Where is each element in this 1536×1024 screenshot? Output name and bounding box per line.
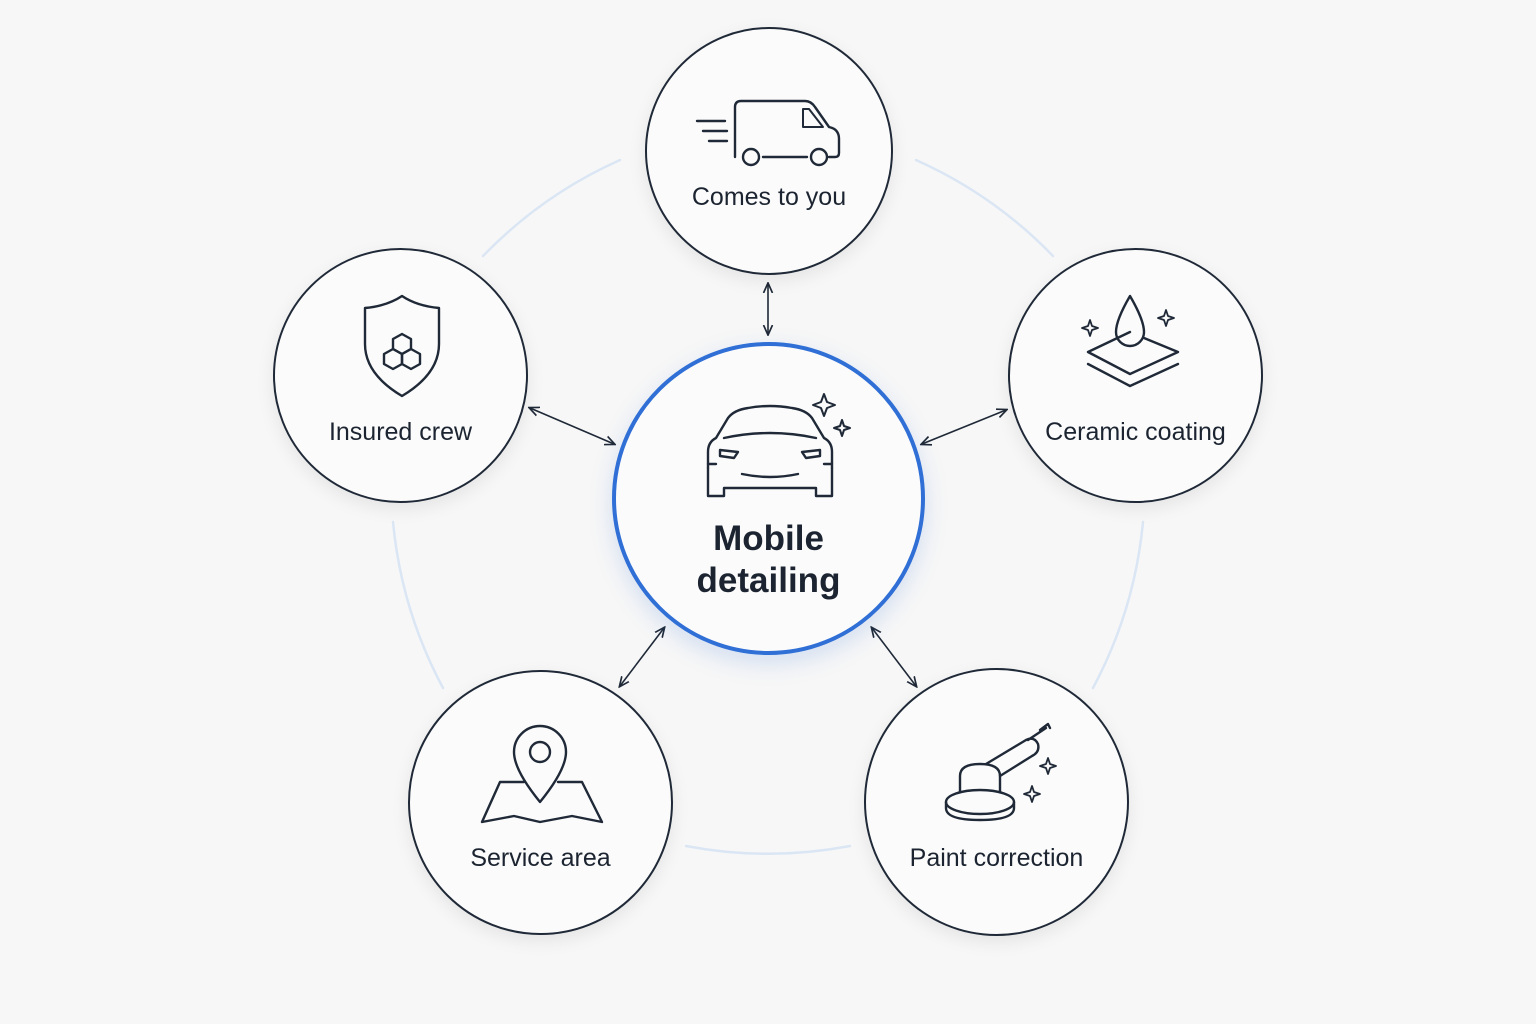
polisher-icon xyxy=(944,722,1057,822)
node-label: Ceramic coating xyxy=(1045,418,1226,446)
node-insured-crew: Insured crew xyxy=(273,248,528,503)
connector-right xyxy=(922,410,1006,444)
droplet-layers-icon xyxy=(1081,294,1180,388)
node-label: Paint correction xyxy=(909,844,1084,872)
connector-bottom-left xyxy=(620,628,664,686)
car-sparkle-icon xyxy=(706,393,851,498)
van-icon xyxy=(695,99,841,167)
node-label: Comes to you xyxy=(691,183,847,211)
ring-arc xyxy=(1091,520,1145,690)
center-label: Mobile detailing xyxy=(696,519,841,600)
connector-bottom-right xyxy=(872,628,916,686)
connector-left xyxy=(530,408,614,444)
node-mobile-detailing: Mobile detailing xyxy=(612,342,925,655)
ring-arc xyxy=(914,158,1055,258)
map-pin-icon xyxy=(480,724,604,824)
node-label: Insured crew xyxy=(328,418,473,446)
node-service-area: Service area xyxy=(408,670,673,935)
node-paint-correction: Paint correction xyxy=(864,668,1129,936)
ring-arc xyxy=(684,844,852,855)
node-label: Service area xyxy=(470,844,611,872)
shield-icon xyxy=(363,294,441,398)
ring-arc xyxy=(481,158,622,258)
ring-arc xyxy=(391,520,445,690)
node-ceramic-coating: Ceramic coating xyxy=(1008,248,1263,503)
node-comes-to-you: Comes to you xyxy=(645,27,893,275)
